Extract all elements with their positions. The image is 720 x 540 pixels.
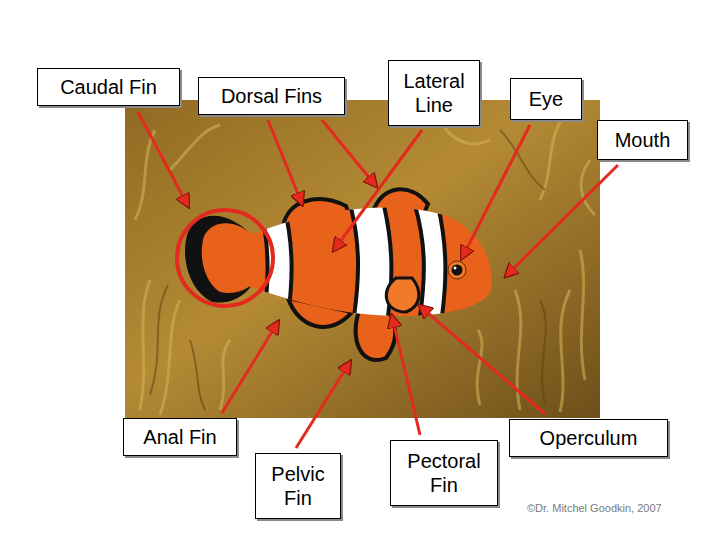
part-name: Dorsal Fins [221,84,322,108]
label-box: Eye [510,78,582,120]
label-box: Dorsal Fins [198,77,345,115]
label-box: Pectoral Fin [390,440,498,506]
part-name: Operculum [540,426,638,450]
label-box: Operculum [509,419,668,457]
part-name: Caudal Fin [60,75,157,99]
label-box: Anal Fin [123,418,237,456]
label-box: Pelvic Fin [255,453,341,519]
leader-arrows [138,112,618,448]
label-box: Caudal Fin [37,68,180,106]
anemone-strands [135,115,595,415]
part-name: Anal Fin [143,425,216,449]
part-name: Eye [529,87,563,111]
part-name: Pelvic Fin [268,462,328,510]
part-name: Mouth [615,128,671,152]
highlight-circle [177,210,273,306]
photo-background [125,100,600,418]
copyright-note: ©Dr. Mitchel Goodkin, 2007 [527,502,662,514]
part-name: Pectoral Fin [406,449,482,497]
label-box: Lateral Line [388,60,480,126]
part-name: Lateral Line [398,69,470,117]
label-box: Mouth [597,120,688,160]
